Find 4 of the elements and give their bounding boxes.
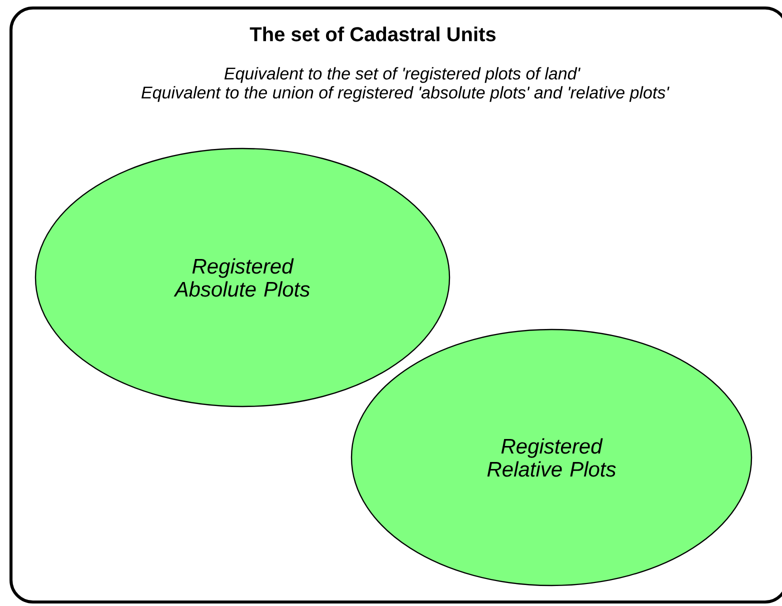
set-box <box>10 6 782 604</box>
set-title: The set of Cadastral Units <box>250 26 496 42</box>
set-description: Equivalent to the set of 'registered plots of land' <box>224 67 580 83</box>
set-description: Equivalent to the union of registered 'absolute plots' and 'relative plots' <box>142 86 670 102</box>
